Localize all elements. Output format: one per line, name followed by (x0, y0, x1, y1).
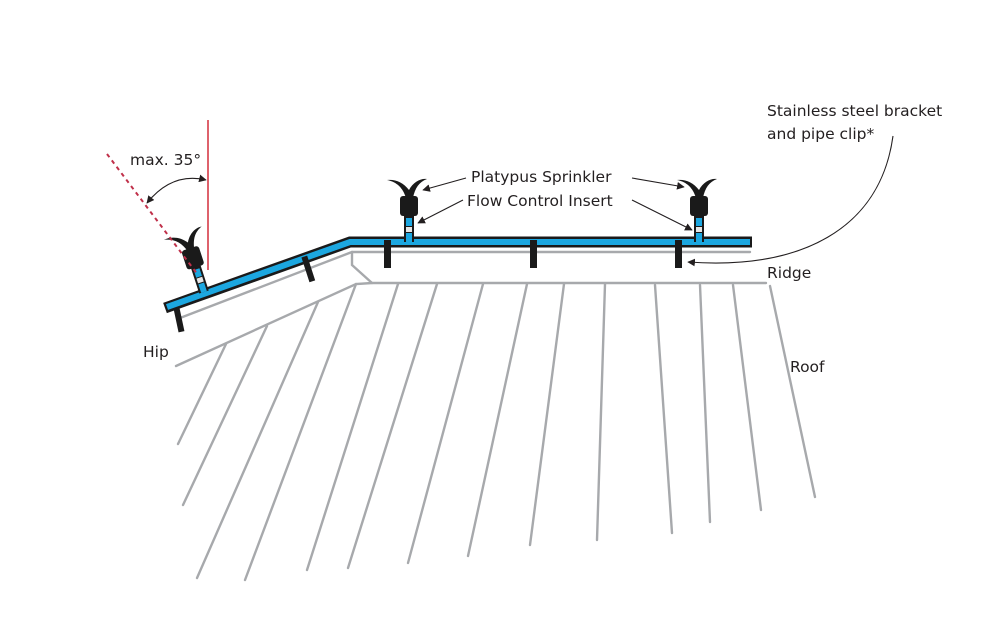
labels: Platypus Sprinkler Flow Control Insert S… (143, 102, 942, 376)
flow-control-insert (406, 218, 412, 226)
sprinkler-label: Platypus Sprinkler (471, 168, 612, 186)
sprinkler-body (400, 196, 418, 216)
angle-label: max. 35° (130, 151, 201, 169)
sprinkler (677, 178, 717, 242)
rafter-line (195, 300, 320, 580)
rafter-line (731, 283, 763, 512)
rafter-line (243, 282, 358, 582)
sprinkler (387, 178, 427, 242)
insert-leader-left (417, 199, 464, 224)
rafter-line (768, 284, 817, 499)
angle-indicator: max. 35° (106, 120, 209, 276)
pipe-clip (675, 240, 682, 268)
roof-structure (174, 250, 817, 582)
insert-leader-right (631, 199, 693, 231)
bracket-label-line2: and pipe clip* (767, 125, 875, 143)
angle-arc-arrow (146, 174, 207, 204)
rafter-line (698, 283, 712, 524)
pipe-clip (384, 240, 391, 268)
hip-label: Hip (143, 343, 169, 361)
rafter-line (305, 282, 400, 572)
rafter-line (528, 282, 566, 547)
rafter-line (346, 282, 439, 570)
rafter-line (176, 342, 228, 446)
pipe-clips (173, 240, 682, 333)
rafter-line (653, 283, 674, 535)
pipe-clip (173, 307, 185, 333)
bracket-label-line1: Stainless steel bracket (767, 102, 942, 120)
rafter-line (181, 324, 269, 507)
rafter-line (595, 282, 607, 542)
ridge-board-top (178, 250, 752, 320)
ridge-board-cap (350, 250, 374, 285)
sprinkler-leader-right (631, 177, 685, 190)
rafter-line (466, 282, 529, 558)
ridge-label: Ridge (767, 264, 811, 282)
sprinkler-leader-left (422, 177, 467, 192)
ridge-board-bottom (174, 281, 768, 368)
bracket-leader (687, 135, 894, 267)
roof-rafters (176, 282, 817, 582)
rafter-line (406, 282, 485, 565)
water-pipe (163, 236, 752, 314)
sprinkler-head-icon (387, 178, 427, 198)
pipe-water (165, 239, 750, 310)
max-angle-line (106, 153, 199, 276)
pipe-clip (301, 255, 316, 283)
roof-label: Roof (790, 358, 825, 376)
pipe-clip (530, 240, 537, 268)
flow-insert-label: Flow Control Insert (467, 192, 613, 210)
